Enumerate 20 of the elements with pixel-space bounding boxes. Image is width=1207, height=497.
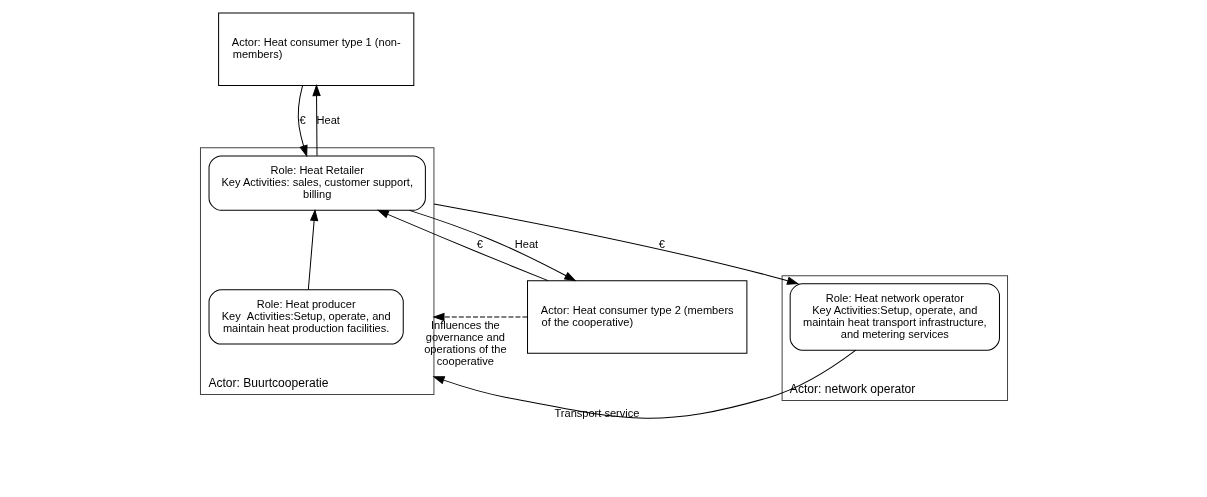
arrow [297,84,308,157]
edge-label: Heat [514,237,538,250]
edge-label: Heat [316,113,340,126]
node-box: Actor: Heat consumer type 2 (members of the cooperative) [526,279,747,354]
arrow [432,203,799,285]
arrow [376,209,549,281]
edge-label: € [658,237,665,250]
node-box: Role: Heat Retailer Key Activities: sales, customer support, billing [208,154,426,211]
node-box: Actor: Heat consumer type 1 (non-members) [217,12,414,86]
arrow [311,83,321,156]
node-box: Role: Heat producer Key Activities:Setup, operate, and maintain heat production facilities. [208,288,404,345]
edge-label: € [476,237,483,250]
node-box: Role: Heat network operator Key Activities:Setup, operate, and maintain heat transport infrastructure, and metering services [789,282,1000,351]
arrow [408,209,576,281]
arrow [431,312,528,321]
edge-label: Transport service [553,406,639,419]
arrow [307,208,318,290]
arrow [432,349,856,419]
edge-label: Influences the governance and operations of the cooperative [423,318,507,367]
edge-label: € [299,113,306,126]
